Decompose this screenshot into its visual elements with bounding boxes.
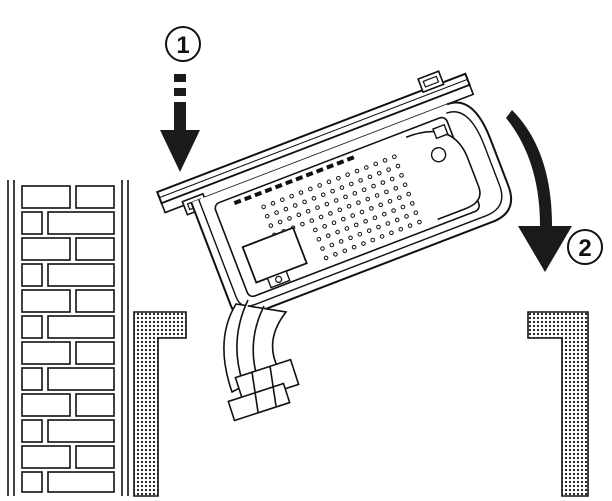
downward-arrow-icon xyxy=(160,74,200,172)
vent-holes xyxy=(261,154,422,261)
curved-rotation-arrow-icon xyxy=(506,110,572,272)
step-1-marker: 1 xyxy=(165,26,201,62)
step-2-marker: 2 xyxy=(567,229,603,265)
countertop-left-section xyxy=(133,311,187,497)
step-2-number: 2 xyxy=(578,235,591,262)
terminal-box xyxy=(241,226,308,289)
hob-appliance xyxy=(155,70,513,318)
countertop-right-section xyxy=(527,311,589,497)
vent-slots xyxy=(233,155,355,206)
power-cable xyxy=(223,299,300,422)
mounting-clip-right xyxy=(417,70,445,94)
step-1-number: 1 xyxy=(176,32,189,59)
brick-rows xyxy=(21,185,115,493)
brick-wall xyxy=(7,180,129,496)
fan-housing xyxy=(405,123,481,221)
